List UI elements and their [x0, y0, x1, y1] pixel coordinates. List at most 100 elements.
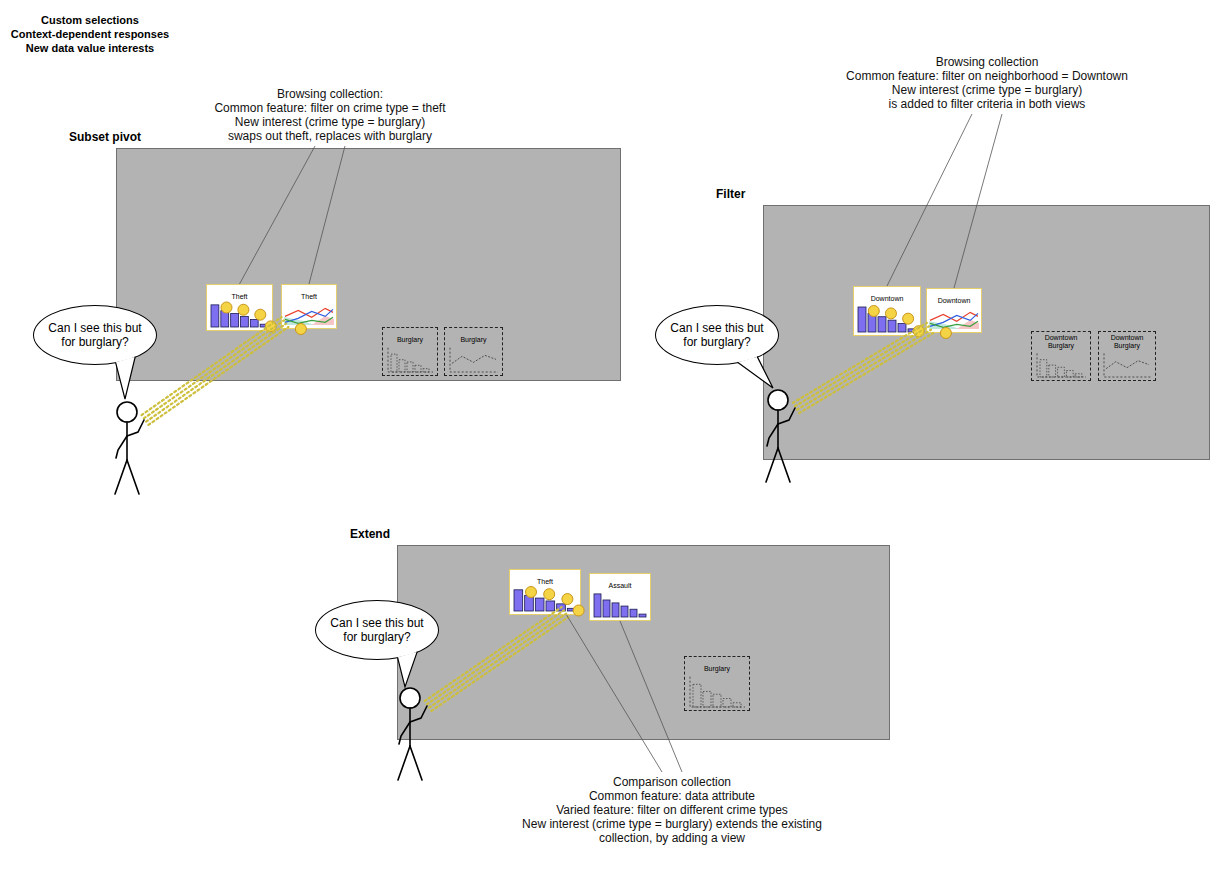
stick-figure [398, 688, 427, 780]
leader-line [240, 146, 315, 284]
placeholder-axis [1037, 353, 1086, 377]
gaze-line [142, 317, 282, 415]
bar [557, 604, 566, 611]
figure-arm [778, 408, 795, 424]
figure-head [117, 402, 137, 422]
figure-leg [398, 746, 410, 780]
bubble-tail [116, 357, 136, 399]
placeholder-bar [399, 360, 405, 372]
data-point-highlight [265, 321, 276, 332]
placeholder-chart: Downtown Burglary [1031, 331, 1091, 381]
annotation-text: Varied feature: filter on different crim… [556, 803, 788, 817]
figure-arm [767, 424, 778, 446]
bubble-tail [738, 357, 773, 388]
bar [594, 594, 601, 617]
display-wall: FilterDowntownDowntownDowntown BurglaryD… [763, 205, 1210, 460]
panel-heading: Subset pivot [69, 130, 141, 144]
placeholder-axis [450, 348, 498, 372]
figure-leg [115, 460, 127, 494]
annotation-text: Common feature: filter on neighborhood =… [846, 69, 1128, 83]
data-point-highlight [526, 587, 537, 598]
placeholder-line [1106, 361, 1149, 369]
figure-head [400, 688, 420, 708]
bar [241, 317, 249, 327]
figure-arm [127, 420, 144, 436]
figure-arm [410, 706, 427, 722]
bar [639, 614, 646, 617]
gaze-line [146, 324, 286, 422]
data-point-highlight [255, 309, 266, 320]
data-point-highlight [544, 589, 555, 600]
bubble-tail [398, 652, 418, 687]
chart-title: Downtown [938, 297, 971, 305]
placeholder-bar [723, 699, 731, 707]
placeholder-bar [693, 684, 701, 707]
data-point-highlight [940, 328, 951, 339]
figure-body [126, 422, 128, 460]
gaze-line [431, 617, 568, 711]
bar [612, 603, 619, 617]
placeholder-bar [1075, 374, 1082, 377]
bubble-tail [398, 652, 418, 687]
placeholder-bar [423, 369, 429, 372]
gaze-line [429, 614, 566, 708]
trend-line [930, 313, 978, 326]
display-wall: ExtendTheftAssaultBurglary [397, 545, 890, 740]
chart-title: Theft [232, 293, 248, 301]
figure-leg [127, 460, 139, 494]
placeholder-bar [703, 691, 711, 707]
panel-heading: Filter [716, 187, 745, 201]
gaze-line [427, 610, 564, 704]
bar [888, 320, 896, 332]
annotation-text: Common feature: data attribute [589, 789, 755, 803]
annotation-text: Browsing collection [936, 55, 1039, 69]
figure-body [777, 410, 779, 448]
data-point-highlight [221, 302, 232, 313]
bubble-tail [738, 357, 773, 388]
mini-chart [445, 328, 502, 375]
figure-arm [399, 722, 410, 744]
bubble-tail [116, 357, 136, 399]
chart-title: Assault [609, 582, 632, 590]
header-text: Custom selections [41, 13, 139, 27]
gaze-line [144, 320, 284, 418]
gaze-line [148, 327, 288, 425]
figure-leg [410, 746, 422, 780]
stick-figure [766, 390, 795, 482]
mini-chart [590, 574, 650, 620]
gaze-line [425, 607, 562, 701]
chart-title: Downtown [871, 295, 904, 303]
chart-title: Downtown Burglary [1105, 334, 1149, 349]
trend-line [285, 309, 333, 322]
annotation-text: Browsing collection: [277, 87, 383, 101]
placeholder-axis [388, 348, 433, 372]
bar [546, 601, 555, 611]
panel-heading: Extend [350, 527, 390, 541]
stick-figure [115, 402, 144, 494]
bar [621, 606, 628, 617]
placeholder-chart: Burglary [684, 656, 750, 711]
annotation-text: Comparison collection [613, 775, 731, 789]
speech-text: Can I see this but for burglary? [45, 321, 145, 350]
placeholder-bar [415, 365, 421, 372]
data-point-highlight [238, 304, 249, 315]
speech-bubble: Can I see this but for burglary? [315, 600, 439, 660]
bar [535, 598, 544, 611]
data-point-highlight [885, 308, 896, 319]
speech-text: Can I see this but for burglary? [327, 616, 427, 645]
leader-line [620, 621, 682, 772]
placeholder-chart: Burglary [382, 327, 438, 376]
chart-title: Burglary [704, 665, 730, 673]
data-point-highlight [295, 324, 306, 335]
chart-title: Theft [301, 293, 317, 301]
bar [250, 320, 258, 327]
leader-line [567, 615, 662, 772]
mini-chart [282, 285, 336, 328]
mini-chart [927, 289, 981, 332]
data-point-highlight [903, 313, 914, 324]
header-text: New data value interests [26, 41, 154, 55]
annotation-text: collection, by adding a view [599, 831, 745, 845]
placeholder-chart: Burglary [444, 327, 503, 376]
chart-title: Burglary [397, 336, 423, 344]
trend-line [285, 317, 333, 323]
